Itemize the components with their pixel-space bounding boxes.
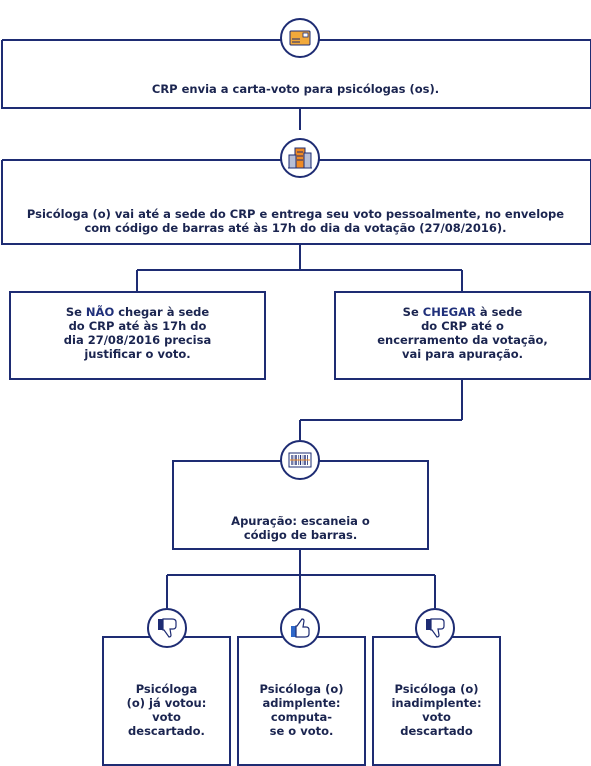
outcome-box-defaulter (372, 636, 501, 766)
right-branch-box (334, 291, 591, 380)
thumbs-up-icon (280, 608, 320, 648)
step1-text: CRP envia a carta-voto para psicólogas (… (151, 82, 440, 96)
left-branch-rest: chegar à sede do CRP até às 17h do dia 2… (63, 305, 212, 361)
right-branch-text: Se CHEGAR à sede do CRP até o encerramen… (336, 305, 589, 361)
outcome-defaulter-text: Psicóloga (o) inadimplente: voto descart… (391, 682, 482, 738)
right-branch-rest: à sede do CRP até o encerramento da vota… (377, 305, 548, 361)
step2-text: Psicóloga (o) vai até a sede do CRP e en… (26, 207, 565, 235)
building-icon (280, 138, 320, 178)
thumbs-down-icon (415, 608, 455, 648)
right-branch-highlight: CHEGAR (422, 305, 476, 319)
outcome-voted-text: Psicóloga (o) já votou: voto descartado. (126, 682, 207, 738)
envelope-icon (280, 18, 320, 58)
left-branch-prefix: Se (65, 305, 86, 319)
left-branch-box (9, 291, 266, 380)
right-branch-prefix: Se (402, 305, 423, 319)
barcode-icon (280, 440, 320, 480)
left-branch-highlight: NÃO (85, 305, 115, 319)
step3-text: Apuração: escaneia o código de barras. (231, 514, 370, 542)
thumbs-down-icon (147, 608, 187, 648)
outcome-compliant-text: Psicóloga (o) adimplente: computa- se o … (259, 682, 344, 738)
left-branch-text: Se NÃO chegar à sede do CRP até às 17h d… (12, 305, 263, 361)
